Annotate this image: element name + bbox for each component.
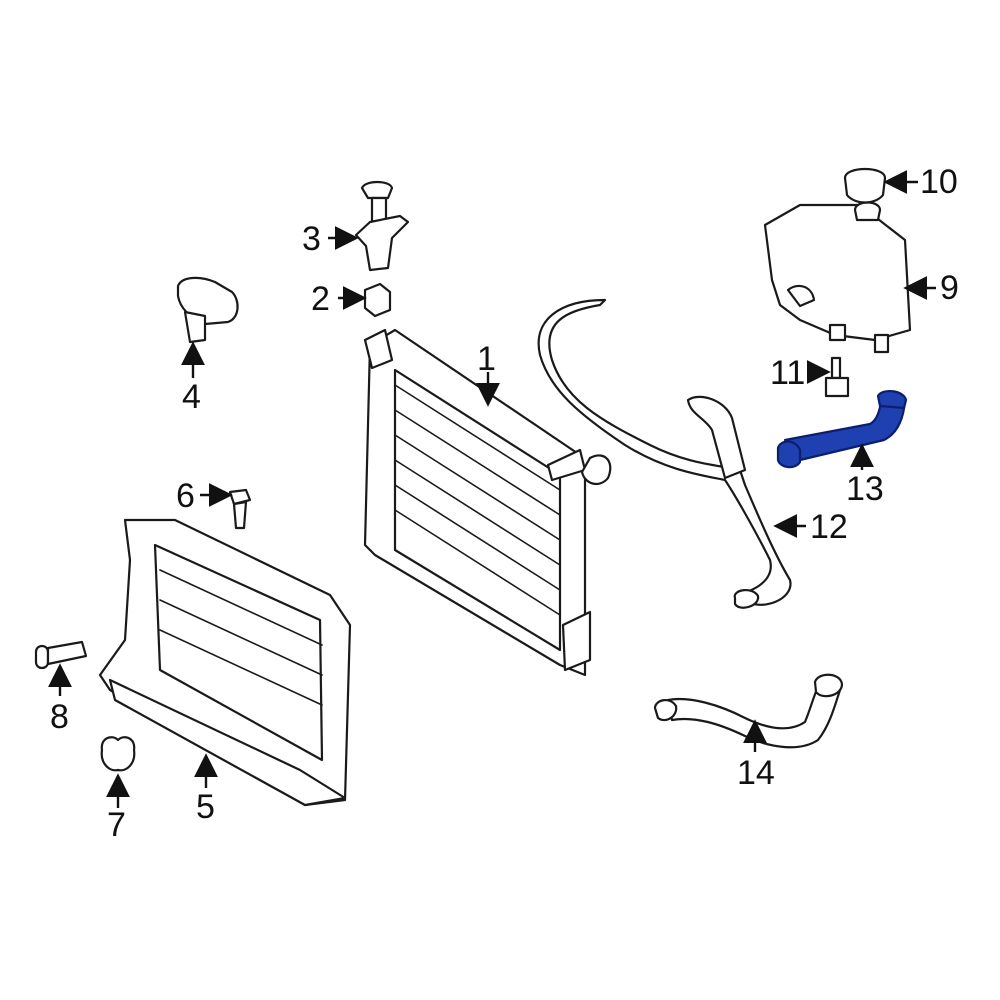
sensor-part[interactable] [824, 356, 850, 398]
upper-hose-part[interactable] [537, 298, 792, 609]
push-pin-part[interactable] [34, 640, 88, 670]
bumper-part[interactable] [176, 276, 239, 344]
block-part[interactable] [363, 282, 392, 318]
lower-hose-part[interactable] [653, 673, 844, 749]
callout-14: 14 [737, 754, 775, 792]
callout-7: 7 [107, 806, 126, 844]
mount-part[interactable] [354, 180, 410, 272]
callout-5: 5 [196, 788, 215, 826]
fan-shroud-part[interactable] [98, 518, 352, 807]
callout-2: 2 [311, 280, 330, 318]
bolt-part[interactable] [228, 488, 252, 530]
clip-part[interactable] [100, 736, 136, 772]
callout-6: 6 [176, 477, 195, 515]
callout-3: 3 [302, 220, 321, 258]
expansion-tank-part[interactable] [763, 201, 912, 354]
cap-part[interactable] [843, 167, 887, 204]
callout-1: 1 [477, 340, 496, 378]
callout-11: 11 [770, 354, 806, 392]
callout-9: 9 [940, 269, 959, 307]
callout-4: 4 [182, 378, 201, 416]
callout-8: 8 [50, 698, 69, 736]
callout-12: 12 [810, 508, 848, 546]
leader-arrows [48, 170, 936, 808]
callout-10: 10 [920, 163, 958, 201]
callout-13: 13 [846, 470, 884, 508]
radiator-part[interactable] [363, 328, 612, 677]
highlighted-hose-part[interactable] [776, 390, 908, 469]
